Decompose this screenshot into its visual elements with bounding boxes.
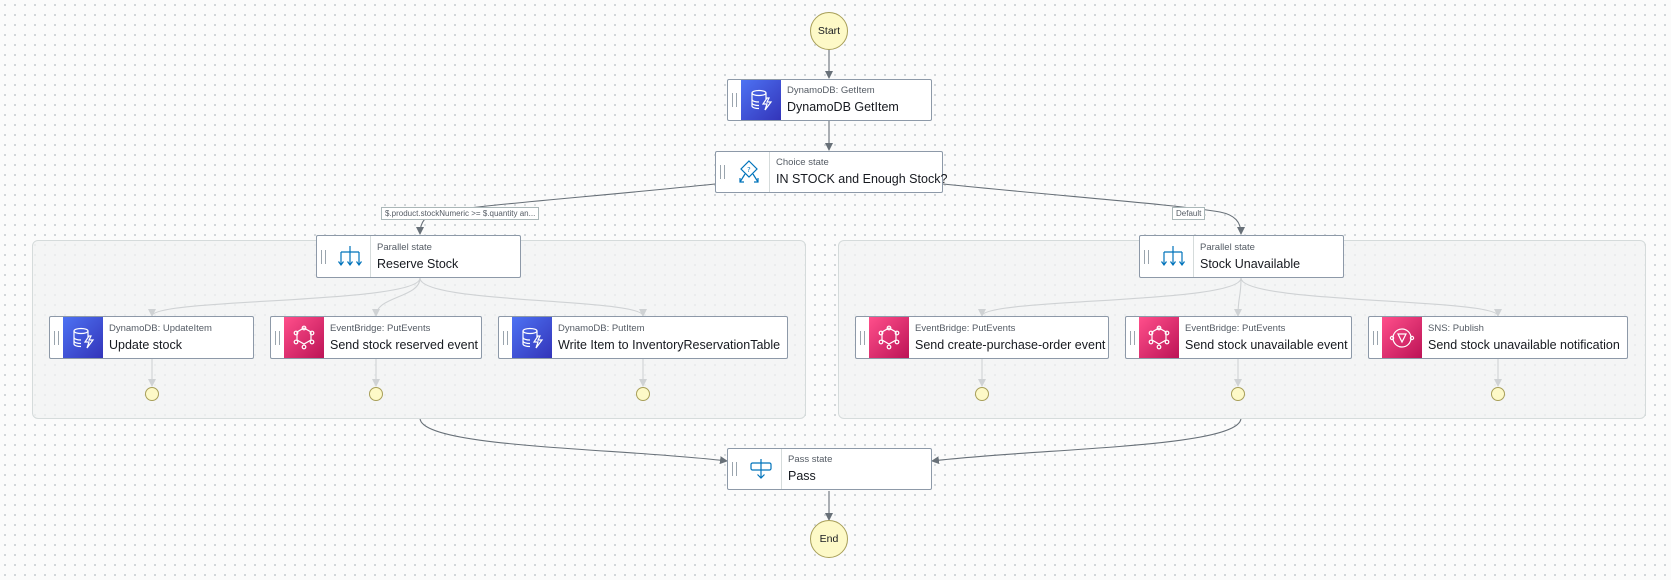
branch-end-send-unavailable-event	[1231, 387, 1245, 401]
state-kind: Pass state	[788, 454, 833, 465]
state-name: DynamoDB GetItem	[787, 100, 899, 114]
state-kind: Parallel state	[1200, 241, 1255, 253]
start-node[interactable]: Start	[810, 12, 848, 50]
state-name: Update stock	[109, 337, 182, 352]
state-kind: EventBridge: PutEvents	[915, 322, 1016, 334]
branch-end-update-stock	[145, 387, 159, 401]
drag-handle[interactable]	[50, 317, 63, 358]
drag-handle[interactable]	[271, 317, 284, 358]
edge-unavail-pass	[931, 417, 1242, 465]
svg-text:?: ?	[747, 166, 751, 174]
state-name: Send stock reserved event	[330, 337, 478, 352]
state-kind: DynamoDB: UpdateItem	[109, 322, 212, 334]
branch-end-send-unavailable-notification	[1491, 387, 1505, 401]
state-kind: DynamoDB: PutItem	[558, 322, 645, 334]
end-node[interactable]: End	[810, 520, 848, 558]
sns-icon	[1382, 317, 1422, 358]
parallel-icon	[1153, 236, 1194, 277]
drag-handle[interactable]	[728, 449, 741, 489]
pass-icon	[741, 449, 782, 489]
branch-end-write-item	[636, 387, 650, 401]
eventbridge-icon	[1139, 317, 1179, 358]
eventbridge-icon	[284, 317, 324, 358]
branch-end-send-reserved	[369, 387, 383, 401]
choice-icon: ?	[729, 152, 770, 192]
drag-handle[interactable]	[499, 317, 512, 358]
end-label: End	[819, 533, 839, 545]
dynamodb-icon	[63, 317, 103, 358]
drag-handle[interactable]	[317, 236, 330, 277]
drag-handle[interactable]	[728, 80, 741, 120]
parallel-icon	[330, 236, 371, 277]
drag-handle[interactable]	[856, 317, 869, 358]
state-kind: SNS: Publish	[1428, 322, 1484, 334]
state-name: Stock Unavailable	[1200, 256, 1301, 271]
state-kind: Parallel state	[377, 241, 432, 253]
drag-handle[interactable]	[1126, 317, 1139, 358]
start-label: Start	[817, 25, 841, 37]
state-name: Reserve Stock	[377, 256, 459, 271]
drag-handle[interactable]	[1369, 317, 1382, 358]
state-name: IN STOCK and Enough Stock?	[776, 172, 948, 186]
drag-handle[interactable]	[1140, 236, 1153, 277]
state-name: Send stock unavailable event	[1185, 337, 1348, 352]
state-kind: EventBridge: PutEvents	[1185, 322, 1286, 334]
state-name: Write Item to InventoryReservationTable	[558, 337, 781, 352]
state-choice[interactable]: ? Choice state IN STOCK and Enough Stock?	[715, 151, 947, 193]
branch-end-send-po	[975, 387, 989, 401]
choice-condition-label[interactable]: $.product.stockNumeric >= $.quantity an.…	[381, 207, 540, 220]
state-name: Send create-purchase-order event	[915, 337, 1106, 352]
edge-reserve-pass	[419, 417, 728, 465]
dynamodb-icon	[512, 317, 552, 358]
state-kind: Choice state	[776, 157, 829, 168]
choice-default-label[interactable]: Default	[1172, 207, 1206, 220]
state-name: Pass	[788, 469, 816, 483]
state-kind: DynamoDB: GetItem	[787, 85, 875, 96]
state-name: Send stock unavailable notification	[1428, 337, 1620, 352]
drag-handle[interactable]	[716, 152, 729, 192]
dynamodb-icon	[741, 80, 781, 120]
eventbridge-icon	[869, 317, 909, 358]
state-kind: EventBridge: PutEvents	[330, 322, 431, 334]
